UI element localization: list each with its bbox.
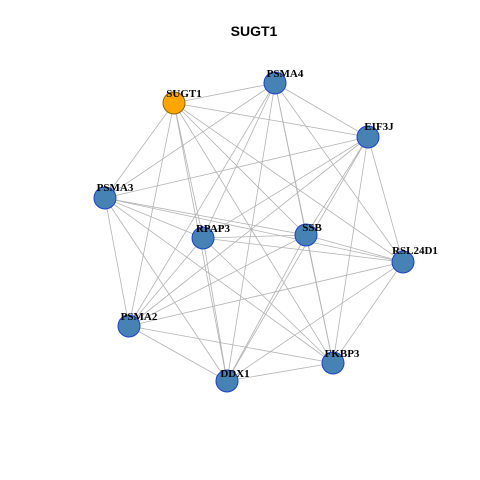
edge-rsl24d1-fkbp3 — [332, 261, 404, 364]
edge-ssb-rsl24d1 — [305, 234, 404, 263]
edge-rpap3-rsl24d1 — [202, 237, 404, 263]
edge-layer — [104, 82, 404, 382]
node-psma4: PSMA4 — [263, 68, 304, 95]
node-sugt1: SUGT1 — [162, 88, 202, 115]
node-label-psma2: PSMA2 — [121, 311, 158, 323]
edge-psma4-eif3j — [274, 82, 369, 138]
edge-sugt1-psma4 — [173, 82, 276, 104]
edge-rpap3-ddx1 — [202, 237, 228, 382]
edge-eif3j-ssb — [305, 136, 369, 236]
edge-ssb-fkbp3 — [305, 234, 334, 364]
node-circle-eif3j — [356, 125, 380, 149]
node-psma3: PSMA3 — [93, 182, 134, 210]
edge-psma3-ddx1 — [104, 197, 228, 382]
node-circle-ddx1 — [215, 369, 239, 393]
edge-eif3j-rsl24d1 — [367, 136, 404, 263]
node-circle-psma3 — [93, 186, 117, 210]
node-label-rpap3: RPAP3 — [196, 223, 231, 235]
edge-sugt1-rsl24d1 — [173, 102, 404, 263]
edge-psma4-rsl24d1 — [274, 82, 404, 263]
edge-psma3-psma2 — [104, 197, 130, 327]
node-label-psma3: PSMA3 — [97, 182, 134, 194]
edge-psma4-psma3 — [104, 82, 276, 199]
edge-psma3-rsl24d1 — [104, 197, 404, 263]
node-ssb: SSB — [294, 222, 322, 247]
edge-eif3j-psma3 — [104, 136, 369, 199]
diagram-title: SUGT1 — [231, 23, 278, 39]
node-circle-ssb — [294, 223, 318, 247]
node-label-psma4: PSMA4 — [267, 68, 304, 80]
edge-psma4-psma2 — [128, 82, 276, 327]
edge-psma4-ddx1 — [226, 82, 276, 382]
edge-rsl24d1-psma2 — [128, 261, 404, 327]
edge-eif3j-ddx1 — [226, 136, 369, 382]
node-rsl24d1: RSL24D1 — [391, 245, 438, 274]
node-circle-fkbp3 — [321, 351, 345, 375]
edge-psma3-ssb — [104, 197, 307, 236]
edge-rpap3-ssb — [202, 234, 307, 239]
edge-ssb-psma2 — [128, 234, 307, 327]
node-ddx1: DDX1 — [215, 368, 250, 393]
edge-rpap3-psma2 — [128, 237, 204, 327]
node-rpap3: RPAP3 — [191, 223, 231, 250]
node-circle-sugt1 — [162, 91, 186, 115]
edge-eif3j-psma2 — [128, 136, 369, 327]
edge-sugt1-psma2 — [128, 102, 175, 327]
node-circle-rpap3 — [191, 226, 215, 250]
node-label-ddx1: DDX1 — [220, 368, 249, 380]
node-label-eif3j: EIF3J — [364, 121, 394, 133]
edge-ssb-ddx1 — [226, 234, 307, 382]
node-label-ssb: SSB — [302, 222, 322, 234]
edge-psma2-fkbp3 — [128, 325, 334, 364]
node-fkbp3: FKBP3 — [321, 348, 360, 375]
node-label-fkbp3: FKBP3 — [325, 348, 360, 360]
node-circle-rsl24d1 — [391, 250, 415, 274]
edge-rsl24d1-ddx1 — [226, 261, 404, 382]
edge-sugt1-ssb — [173, 102, 307, 236]
node-circle-psma4 — [263, 71, 287, 95]
edge-sugt1-eif3j — [173, 102, 369, 138]
node-circle-psma2 — [117, 314, 141, 338]
edge-eif3j-fkbp3 — [332, 136, 369, 364]
edge-psma3-rpap3 — [104, 197, 204, 239]
edge-rpap3-fkbp3 — [202, 237, 334, 364]
node-label-rsl24d1: RSL24D1 — [392, 245, 438, 257]
edge-psma4-rpap3 — [202, 82, 276, 239]
node-eif3j: EIF3J — [356, 121, 394, 149]
node-psma2: PSMA2 — [117, 311, 158, 338]
edge-ddx1-fkbp3 — [226, 362, 334, 382]
node-label-sugt1: SUGT1 — [166, 88, 201, 100]
edge-sugt1-psma3 — [104, 102, 175, 199]
edge-psma2-ddx1 — [128, 325, 228, 382]
edge-sugt1-fkbp3 — [173, 102, 334, 364]
